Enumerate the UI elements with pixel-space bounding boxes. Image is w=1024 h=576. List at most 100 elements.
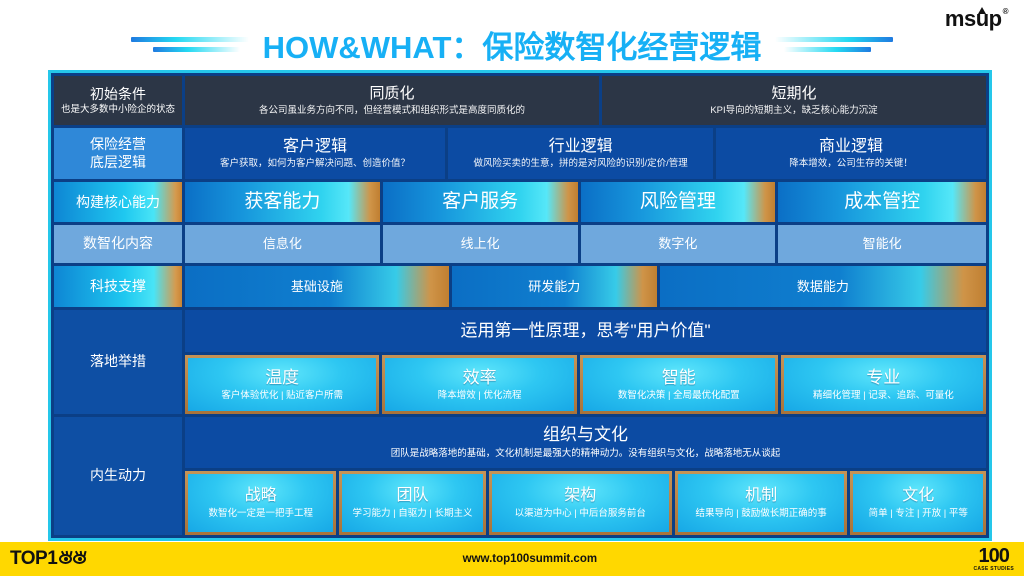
cell-short-termism[interactable]: 短期化 KPI导向的短期主义，缺乏核心能力沉淀: [601, 76, 986, 126]
row-label-initial-conditions: 初始条件 也是大多数中小险企的状态: [54, 76, 182, 126]
cell-infrastructure[interactable]: 基础设施: [185, 265, 449, 307]
case-studies-caption: CASE STUDIES: [973, 566, 1014, 572]
tile-sub: 结果导向 | 鼓励做长期正确的事: [695, 507, 827, 519]
cell-title: 信息化: [262, 236, 302, 252]
row-cells: 信息化 线上化 数字化 智能化: [185, 225, 986, 263]
logic-matrix: 初始条件 也是大多数中小险企的状态 同质化 各公司虽业务方向不同，但经营模式和组…: [48, 70, 992, 541]
case-studies-number: 100: [978, 545, 1010, 567]
cell-title: 基础设施: [290, 278, 343, 294]
cell-title: 获客能力: [244, 190, 321, 212]
tile-list: 战略 数智化一定是一把手工程 团队 学习能力 | 自驱力 | 长期主义 架构 以…: [185, 471, 986, 535]
cell-title: 数字化: [658, 236, 698, 252]
row-label-digital-content: 数智化内容: [54, 225, 182, 263]
tile-sub: 以渠道为中心 | 中后台服务前台: [514, 507, 646, 519]
title-row: HOW&WHAT：保险数智化经营逻辑: [0, 22, 1024, 66]
cell-risk-management[interactable]: 风险管理: [580, 182, 776, 223]
tile-sub: 数智化一定是一把手工程: [208, 507, 313, 519]
cell-title: 成本管控: [844, 190, 921, 212]
tile-title: 架构: [564, 487, 597, 505]
banner-title: 运用第一性原理，思考"用户价值": [460, 320, 711, 340]
row-label-underlying-logic: 保险经营 底层逻辑: [54, 128, 182, 180]
tile-intelligence[interactable]: 智能 数智化决策 | 全局最优化配置: [579, 355, 778, 414]
tile-strategy[interactable]: 战略 数智化一定是一把手工程: [185, 471, 337, 535]
tile-warmth[interactable]: 温度 客户体验优化 | 贴近客户所需: [185, 355, 380, 414]
cell-title: 数据能力: [796, 278, 849, 294]
cell-onlineization[interactable]: 线上化: [382, 225, 578, 263]
cell-title: 行业逻辑: [548, 138, 613, 156]
cell-title: 短期化: [771, 84, 817, 102]
tile-culture[interactable]: 文化 简单 | 专注 | 开放 | 平等: [850, 471, 986, 535]
banner-sub: 团队是战略落地的基础，文化机制是最强大的精神动力。没有组织与文化，战略落地无从谈…: [390, 448, 781, 460]
eyes-icon: [59, 550, 87, 564]
row-label-line2: 底层逻辑: [90, 153, 146, 170]
cell-title: 商业逻辑: [819, 138, 884, 156]
footer-url[interactable]: www.top100summit.com: [462, 553, 598, 565]
deco-right-icon: [775, 36, 894, 52]
row-label-line1: 保险经营: [90, 136, 146, 153]
tile-professionalism[interactable]: 专业 精细化管理 | 记录、追踪、可量化: [780, 355, 986, 414]
cell-industry-logic[interactable]: 行业逻辑 做风险买卖的生意，拼的是对风险的识别/定价/管理: [448, 128, 714, 180]
matrix-row-digital-content: 数智化内容 信息化 线上化 数字化 智能化: [54, 225, 986, 263]
row-cells: 同质化 各公司虽业务方向不同，但经营模式和组织形式是高度同质化的 短期化 KPI…: [185, 76, 986, 126]
matrix-row-underlying-logic: 保险经营 底层逻辑 客户逻辑 客户获取，如何为客户解决问题、创造价值？ 行业逻辑…: [54, 128, 986, 180]
tile-title: 文化: [902, 487, 935, 505]
tile-list: 温度 客户体验优化 | 贴近客户所需 效率 降本增效 | 优化流程 智能 数智化…: [185, 355, 986, 414]
matrix-row-core-capability: 构建核心能力 获客能力 客户服务 风险管理 成本管控: [54, 182, 986, 223]
deco-left-icon: [130, 36, 249, 52]
section-body: 运用第一性原理，思考"用户价值" 温度 客户体验优化 | 贴近客户所需 效率 降…: [185, 310, 986, 414]
cell-business-logic[interactable]: 商业逻辑 降本增效，公司生存的关键！: [716, 128, 986, 180]
cell-intelligentization[interactable]: 智能化: [778, 225, 986, 263]
cell-rnd-capability[interactable]: 研发能力: [451, 265, 657, 307]
tile-architecture[interactable]: 架构 以渠道为中心 | 中后台服务前台: [488, 471, 672, 535]
cell-homogenization[interactable]: 同质化 各公司虽业务方向不同，但经营模式和组织形式是高度同质化的: [185, 76, 599, 126]
matrix-section-intrinsic-motivation: 内生动力 组织与文化 团队是战略落地的基础，文化机制是最强大的精神动力。没有组织…: [54, 417, 986, 535]
cell-data-capability[interactable]: 数据能力: [659, 265, 986, 307]
cell-informatization[interactable]: 信息化: [185, 225, 380, 263]
banner-organization-culture: 组织与文化 团队是战略落地的基础，文化机制是最强大的精神动力。没有组织与文化，战…: [185, 417, 986, 468]
cell-digitization[interactable]: 数字化: [580, 225, 776, 263]
tile-title: 温度: [265, 368, 300, 388]
tile-sub: 客户体验优化 | 贴近客户所需: [221, 389, 344, 401]
tile-sub: 简单 | 专注 | 开放 | 平等: [868, 507, 968, 519]
slide-footer: TOP1 www.top100summit.com 100 CASE STUDI…: [0, 542, 1024, 576]
row-cells: 基础设施 研发能力 数据能力: [185, 265, 986, 307]
tile-mechanism[interactable]: 机制 结果导向 | 鼓励做长期正确的事: [674, 471, 848, 535]
cell-sub: KPI导向的短期主义，缺乏核心能力沉淀: [710, 104, 878, 116]
cell-title: 风险管理: [639, 190, 716, 212]
registered-mark: ®: [1002, 7, 1009, 16]
row-label-tech-support: 科技支撑: [54, 265, 182, 307]
cell-customer-logic[interactable]: 客户逻辑 客户获取，如何为客户解决问题、创造价值？: [185, 128, 446, 180]
tile-sub: 学习能力 | 自驱力 | 长期主义: [352, 507, 473, 519]
section-label-implementation: 落地举措: [54, 310, 182, 414]
tile-title: 专业: [866, 368, 901, 388]
tile-sub: 数智化决策 | 全局最优化配置: [617, 389, 740, 401]
cell-cost-control[interactable]: 成本管控: [778, 182, 986, 223]
tile-title: 团队: [396, 487, 429, 505]
cell-sub: 降本增效，公司生存的关键！: [789, 158, 913, 170]
cell-acquisition-capability[interactable]: 获客能力: [185, 182, 380, 223]
msup-arrow-icon: u: [975, 6, 989, 31]
tile-title: 机制: [745, 487, 778, 505]
top1-logo-text: TOP1: [10, 548, 58, 569]
section-body: 组织与文化 团队是战略落地的基础，文化机制是最强大的精神动力。没有组织与文化，战…: [185, 417, 986, 535]
cell-title: 客户逻辑: [283, 138, 348, 156]
tile-efficiency[interactable]: 效率 降本增效 | 优化流程: [382, 355, 577, 414]
page-title: HOW&WHAT：保险数智化经营逻辑: [262, 29, 762, 65]
case-studies-logo: 100 CASE STUDIES: [973, 546, 1014, 572]
tile-team[interactable]: 团队 学习能力 | 自驱力 | 长期主义: [339, 471, 486, 535]
cell-customer-service[interactable]: 客户服务: [382, 182, 578, 223]
banner-first-principles: 运用第一性原理，思考"用户价值": [185, 310, 986, 352]
section-label-intrinsic-motivation: 内生动力: [54, 417, 182, 535]
cell-title: 线上化: [460, 236, 500, 252]
cell-title: 智能化: [862, 236, 902, 252]
top1-logo: TOP1: [10, 548, 87, 570]
cell-title: 同质化: [369, 84, 415, 102]
cell-sub: 做风险买卖的生意，拼的是对风险的识别/定价/管理: [473, 158, 688, 170]
row-label-sub: 也是大多数中小险企的状态: [60, 104, 175, 116]
row-label-title: 构建核心能力: [76, 193, 160, 210]
section-label-title: 落地举措: [90, 353, 146, 370]
cell-sub: 客户获取，如何为客户解决问题、创造价值？: [220, 158, 411, 170]
